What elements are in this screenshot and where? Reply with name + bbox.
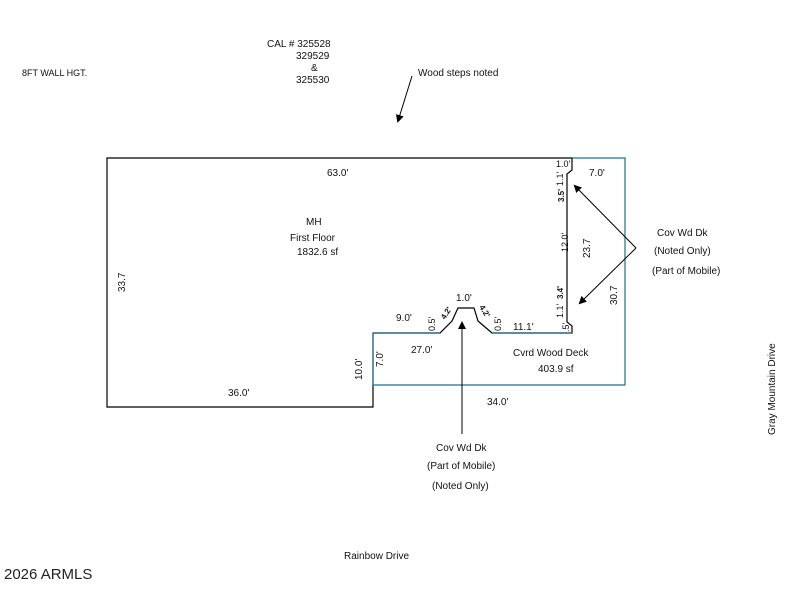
dim-notch-c: 3.4' xyxy=(556,286,565,299)
dim-bay-right: 4.2' xyxy=(477,303,492,319)
main-structure-floor: First Floor xyxy=(290,233,336,244)
dim-left-segment-9: 9.0' xyxy=(396,313,412,324)
dim-notch-top: 1.0' xyxy=(556,159,571,169)
street-east: Gray Mountain Drive xyxy=(767,343,778,435)
deck-dim-top: 27.0' xyxy=(411,345,432,356)
deck-area: 403.9 sf xyxy=(538,364,574,375)
dim-top-63: 63.0' xyxy=(327,168,348,179)
main-structure-area: 1832.6 sf xyxy=(297,247,338,258)
dim-bay-small-left: 0.5' xyxy=(427,316,437,331)
dim-notch-mid: 12.0' xyxy=(560,232,570,252)
deck-dim-bottom: 34.0' xyxy=(487,397,508,408)
street-south: Rainbow Drive xyxy=(344,551,409,562)
callout-right-arrow-up xyxy=(573,184,637,249)
dim-notch-b: 3.5' xyxy=(557,189,566,202)
callout-bottom-line2: (Part of Mobile) xyxy=(427,461,495,472)
dim-step-10: 10.0' xyxy=(354,359,365,380)
dim-notch-bottom: .5' xyxy=(561,322,571,332)
callout-right-line3: (Part of Mobile) xyxy=(652,266,720,277)
deck-dim-right-mid: 23.7 xyxy=(582,238,593,258)
deck-name: Cvrd Wood Deck xyxy=(513,348,589,359)
cal-number-line1: CAL # 325528 xyxy=(267,39,331,50)
callout-right-line1: Cov Wd Dk xyxy=(657,228,709,239)
main-structure-name: MH xyxy=(306,217,322,228)
callout-right-line2: (Noted Only) xyxy=(654,246,711,257)
callout-bottom-line3: (Noted Only) xyxy=(432,481,489,492)
dim-bay-top: 1.0' xyxy=(456,293,472,304)
copyright-notice: 2026 ARMLS xyxy=(4,566,92,583)
deck-dim-right-top: 7.0' xyxy=(589,168,605,179)
deck-dim-left: 7.0' xyxy=(375,351,386,367)
dim-notch-a: 1.1' xyxy=(555,171,565,186)
main-structure-outline xyxy=(106,157,573,408)
deck-outline xyxy=(372,157,626,386)
deck-dim-right: 30.7 xyxy=(609,285,620,305)
dim-left-33: 33.7 xyxy=(117,272,128,292)
dim-bottom-36: 36.0' xyxy=(228,388,249,399)
dim-bay-small-right: 0.5' xyxy=(493,316,503,331)
dim-right-segment-11: 11.1' xyxy=(513,322,534,333)
wall-height-note: 8FT WALL HGT. xyxy=(22,68,87,78)
dim-bay-left: 4.2' xyxy=(439,305,454,321)
wood-steps-arrow xyxy=(395,75,413,123)
cal-number-line4: 325530 xyxy=(296,75,330,86)
cal-number-line2: 329529 xyxy=(296,51,330,62)
callout-right-arrow-down xyxy=(578,247,637,305)
callout-bottom-line1: Cov Wd Dk xyxy=(436,443,488,454)
dim-notch-d: 1.1' xyxy=(555,303,565,318)
cal-number-line3: & xyxy=(311,63,318,74)
wood-steps-note: Wood steps noted xyxy=(418,68,498,79)
